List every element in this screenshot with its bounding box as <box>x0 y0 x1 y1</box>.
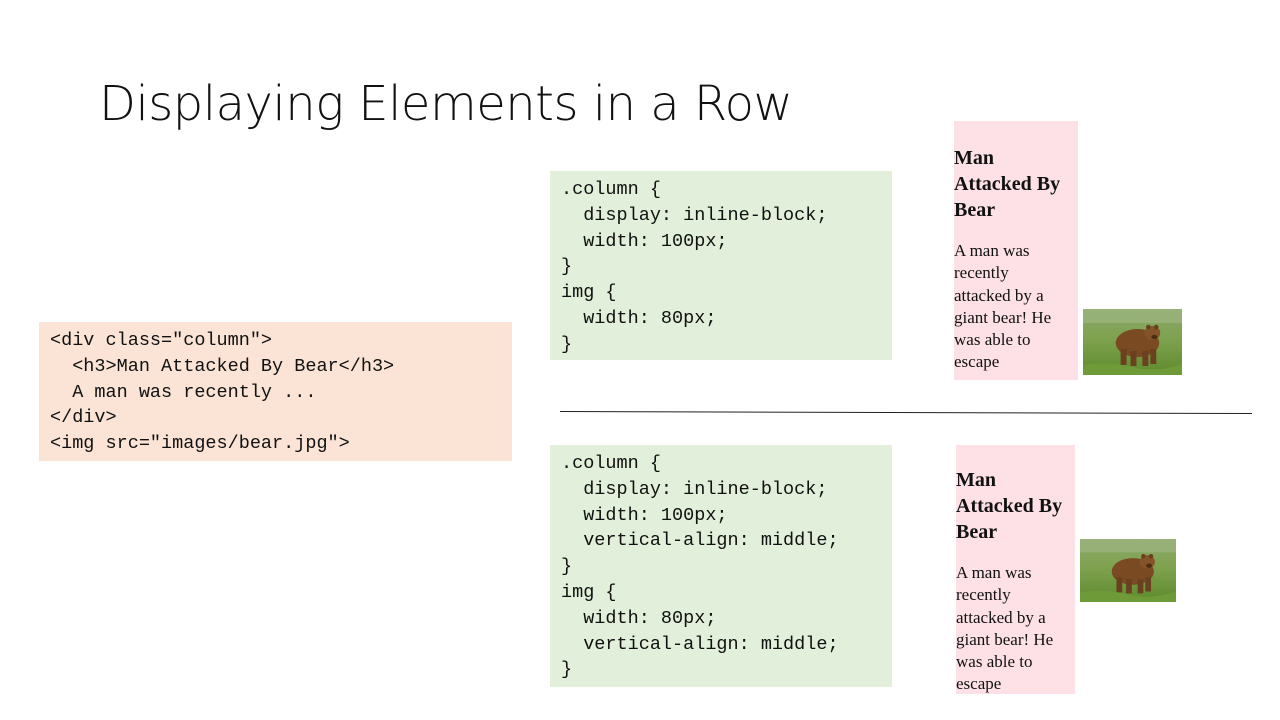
heading-line: Bear <box>956 521 998 543</box>
code-line: } <box>561 333 573 355</box>
code-line: } <box>561 556 573 578</box>
css-code-block-top: .column { display: inline-block; width: … <box>550 171 892 360</box>
column-heading: Man Attacked By Bear <box>956 467 1075 545</box>
body-line: attacked by a <box>954 285 1044 305</box>
code-line: A man was recently ... <box>50 381 317 403</box>
bear-photo-icon <box>1080 539 1176 602</box>
body-line: recently <box>954 263 1009 283</box>
body-line: was able to <box>956 652 1033 672</box>
code-line: .column { <box>561 179 661 200</box>
css-code-block-bottom: .column { display: inline-block; width: … <box>550 445 892 687</box>
code-line: width: 100px; <box>561 230 728 252</box>
body-line: giant bear! He <box>954 307 1052 327</box>
heading-line: Man <box>956 469 996 491</box>
code-line: .column { <box>561 453 661 474</box>
code-line: </div> <box>50 407 117 429</box>
body-line: recently <box>956 585 1011 605</box>
code-line: display: inline-block; <box>561 204 828 226</box>
code-line: } <box>561 659 573 681</box>
slide-title: Displaying Elements in a Row <box>99 76 793 132</box>
heading-line: Attacked By <box>956 495 1063 517</box>
bear-photo-icon <box>1083 309 1182 375</box>
column-body: A man was recently attacked by a giant b… <box>956 562 1075 696</box>
body-line: escape <box>956 674 1002 694</box>
code-line: width: 80px; <box>561 307 717 329</box>
code-line: img { <box>561 282 617 304</box>
code-line: vertical-align: middle; <box>561 530 839 552</box>
html-code-block: <div class="column"> <h3>Man Attacked By… <box>39 322 512 461</box>
code-line: <div class="column"> <box>50 330 273 351</box>
heading-line: Attacked By <box>954 173 1061 195</box>
body-line: was able to <box>954 330 1031 350</box>
bear-image-top <box>1083 309 1182 375</box>
code-line: <h3>Man Attacked By Bear</h3> <box>50 355 395 377</box>
column-body: A man was recently attacked by a giant b… <box>954 240 1078 374</box>
body-line: A man was <box>954 241 1030 260</box>
divider-line <box>559 411 1252 415</box>
heading-line: Bear <box>954 199 996 221</box>
example-column-top: Man Attacked By Bear A man was recently … <box>954 121 1078 380</box>
body-line: giant bear! He <box>956 629 1054 649</box>
code-line: } <box>561 256 573 278</box>
code-line: width: 80px; <box>561 607 717 629</box>
code-line: vertical-align: middle; <box>561 633 839 655</box>
code-line: <img src="images/bear.jpg"> <box>50 433 350 455</box>
column-heading: Man Attacked By Bear <box>954 145 1078 223</box>
heading-line: Man <box>954 147 994 169</box>
code-line: display: inline-block; <box>561 478 828 500</box>
code-line: width: 100px; <box>561 504 728 526</box>
body-line: attacked by a <box>956 607 1046 627</box>
code-line: img { <box>561 581 617 603</box>
body-line: A man was <box>956 563 1032 582</box>
body-line: escape <box>954 352 1000 372</box>
bear-image-bottom <box>1080 539 1176 602</box>
example-column-bottom: Man Attacked By Bear A man was recently … <box>956 445 1075 694</box>
